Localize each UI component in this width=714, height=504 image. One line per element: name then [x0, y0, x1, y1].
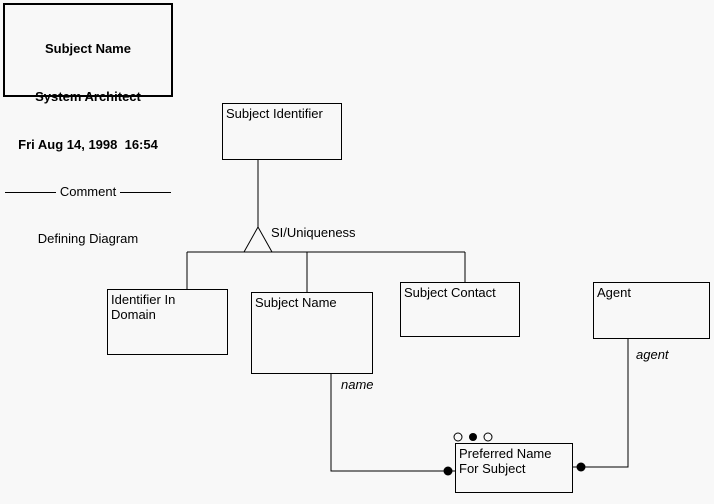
- product-name: System Architect: [35, 89, 141, 104]
- marker-open-circle-icon: [453, 432, 463, 442]
- entity-label: Subject Name: [255, 295, 337, 310]
- comment-heading: Comment: [59, 184, 117, 199]
- name-anchor-dot-icon: [443, 466, 453, 476]
- entity-preferred-name-for-subject[interactable]: Preferred Name For Subject: [455, 443, 573, 493]
- connector-label-si-uniqueness: SI/Uniqueness: [271, 225, 356, 240]
- agent-connector-line[interactable]: [573, 339, 629, 468]
- entity-label: Identifier In Domain: [111, 292, 176, 322]
- entity-identifier-in-domain[interactable]: Identifier In Domain: [107, 289, 228, 355]
- si-uniqueness-fork-triangle-icon[interactable]: [243, 225, 273, 253]
- entity-agent[interactable]: Agent: [593, 282, 710, 339]
- diagram-title-block[interactable]: Subject Name System Architect Fri Aug 14…: [3, 3, 173, 246]
- connector-label-agent: agent: [636, 347, 669, 362]
- marker-filled-circle-icon: [469, 433, 477, 441]
- marker-open-circle-icon: [483, 432, 493, 442]
- entity-subject-contact[interactable]: Subject Contact: [400, 282, 520, 337]
- comment-divider: Comment: [5, 184, 172, 199]
- connector-label-name: name: [341, 377, 374, 392]
- divider-line: [120, 191, 172, 193]
- diagram-name: Subject Name: [45, 41, 131, 56]
- entity-subject-name[interactable]: Subject Name: [251, 292, 373, 374]
- diagram-timestamp: Fri Aug 14, 1998 16:54: [18, 137, 158, 152]
- entity-label: Subject Contact: [404, 285, 496, 300]
- entity-label: Agent: [597, 285, 631, 300]
- entity-subject-identifier[interactable]: Subject Identifier: [222, 103, 342, 160]
- comment-text: Defining Diagram: [37, 231, 139, 246]
- entity-label: Preferred Name For Subject: [459, 446, 552, 476]
- agent-anchor-dot-icon: [576, 462, 586, 472]
- name-connector-line[interactable]: [330, 374, 455, 472]
- entity-label: Subject Identifier: [226, 106, 323, 121]
- divider-line: [5, 191, 56, 193]
